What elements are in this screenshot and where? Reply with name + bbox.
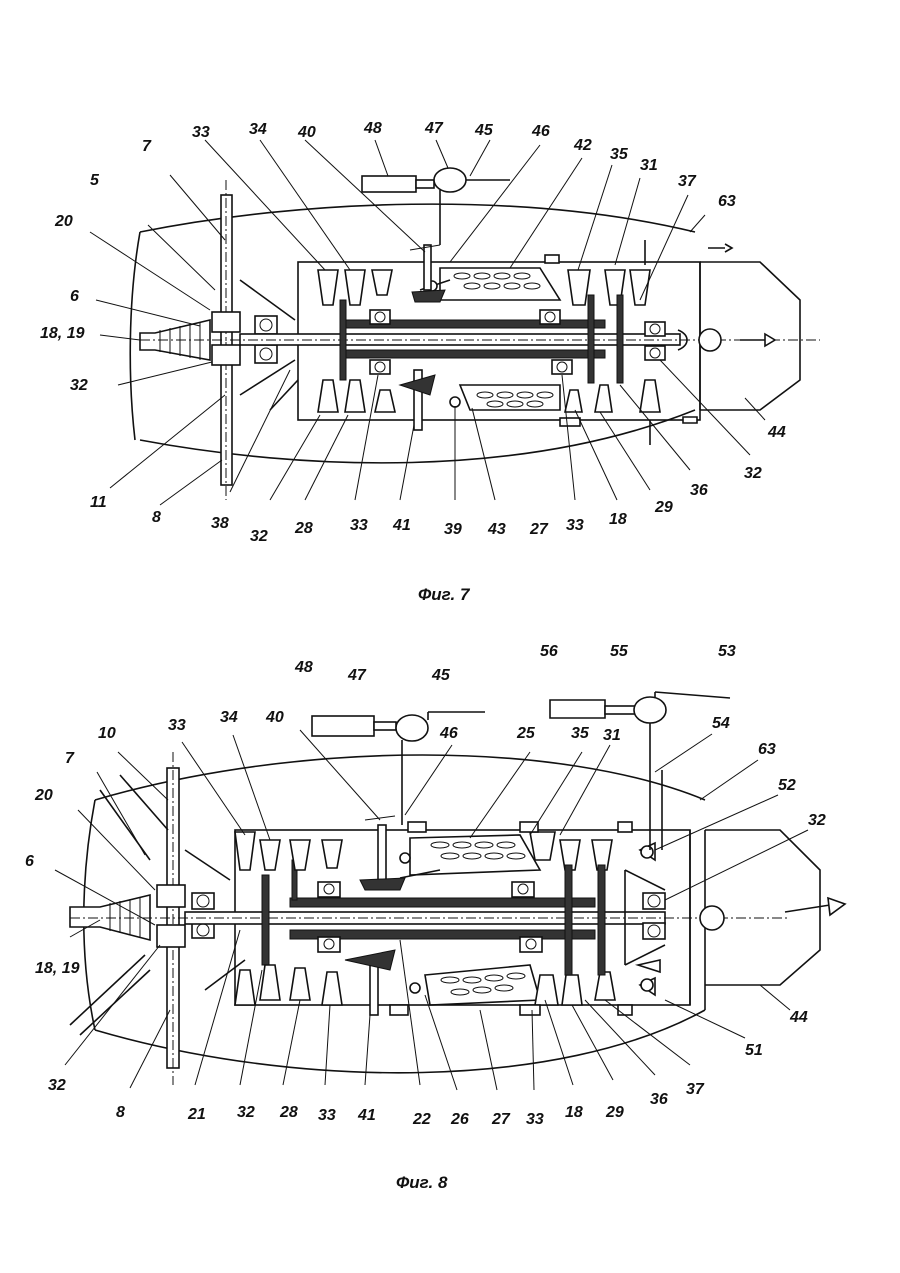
fig8-label: 53 [718,643,736,660]
fig8-label: 33 [318,1107,336,1124]
fig7-label: 45 [474,122,494,139]
fig8-label: 34 [220,709,238,726]
fig8-label: 48 [294,659,313,676]
fig8-label: 54 [712,715,730,732]
fig8-label: 32 [48,1077,66,1094]
fig7-label: 46 [531,123,550,140]
fig7-label: 47 [424,120,444,137]
fig7-label: 44 [767,424,786,441]
fig8-label: 40 [265,709,284,726]
fig8-label: 37 [686,1081,705,1098]
fig7-label: 33 [350,517,368,534]
fig7-label: 42 [573,137,592,154]
fig8-label: 32 [237,1104,255,1121]
fig7-label: 18 [609,511,627,528]
fig7-label: 32 [70,377,88,394]
fig8-label: 33 [526,1111,544,1128]
fig8-label: 56 [540,643,558,660]
fig7-label: 29 [654,499,673,516]
figure-8: 10 7 20 6 18, 19 32 8 21 32 28 33 41 22 … [25,643,847,1192]
fig8-label: 21 [187,1106,206,1123]
figure-7-caption: Фиг. 7 [418,585,471,604]
fig8-label: 27 [491,1111,511,1128]
fig7-label: 18, 19 [40,325,85,342]
figure-7: 5 7 20 6 18, 19 32 11 8 38 32 28 33 41 3… [40,120,820,604]
fig7-label: 11 [90,494,107,511]
fig7-label: 31 [640,157,658,174]
fig7-label: 32 [744,465,762,482]
fig7-label: 41 [392,517,411,534]
fig8-label: 6 [25,853,34,870]
fig7-labels: 5 7 20 6 18, 19 32 11 8 38 32 28 33 41 3… [40,120,786,545]
fig7-label: 33 [192,124,210,141]
fig8-label: 41 [357,1107,376,1124]
fig8-labels: 10 7 20 6 18, 19 32 8 21 32 28 33 41 22 … [25,643,826,1128]
fig8-label: 29 [605,1104,624,1121]
fig7-label: 27 [529,521,549,538]
fig7-label: 37 [678,173,697,190]
fig8-label: 28 [279,1104,298,1121]
fig8-label: 31 [603,727,621,744]
fig8-label: 36 [650,1091,668,1108]
fig7-label: 39 [444,521,462,538]
fig8-label: 22 [412,1111,431,1128]
fig7-label: 33 [566,517,584,534]
fig7-label: 38 [211,515,229,532]
fig7-label: 48 [363,120,382,137]
fig8-label: 47 [347,667,367,684]
fig8-label: 63 [758,741,776,758]
fig8-label: 32 [808,812,826,829]
fig8-label: 35 [571,725,590,742]
fig8-leaders [54,729,809,1091]
fig8-label: 46 [439,725,458,742]
fig8-label: 18, 19 [35,960,80,977]
fig8-label: 44 [789,1009,808,1026]
fig8-label: 10 [98,725,116,742]
fig7-label: 40 [297,124,316,141]
fig8-label: 33 [168,717,186,734]
fig7-label: 20 [54,213,73,230]
fig8-label: 51 [745,1042,763,1059]
fig7-label: 8 [152,509,161,526]
figure-8-caption: Фиг. 8 [396,1173,448,1192]
fig8-label: 26 [450,1111,469,1128]
fig7-label: 35 [610,146,629,163]
fig7-leaders [89,139,766,506]
fig7-label: 36 [690,482,708,499]
fig8-label: 20 [34,787,53,804]
fig8-label: 8 [116,1104,125,1121]
fig7-label: 34 [249,121,267,138]
fig8-label: 7 [65,750,75,767]
fig7-label: 6 [70,288,79,305]
fig7-label: 7 [142,138,152,155]
fig7-label: 63 [718,193,736,210]
fig8-label: 52 [778,777,796,794]
fig8-label: 18 [565,1104,583,1121]
fig8-label: 25 [516,725,536,742]
fig8-label: 45 [431,667,451,684]
fig7-label: 32 [250,528,268,545]
fig7-label: 43 [487,521,506,538]
fig8-label: 55 [610,643,629,660]
fig7-label: 28 [294,520,313,537]
fig7-label: 5 [90,172,100,189]
